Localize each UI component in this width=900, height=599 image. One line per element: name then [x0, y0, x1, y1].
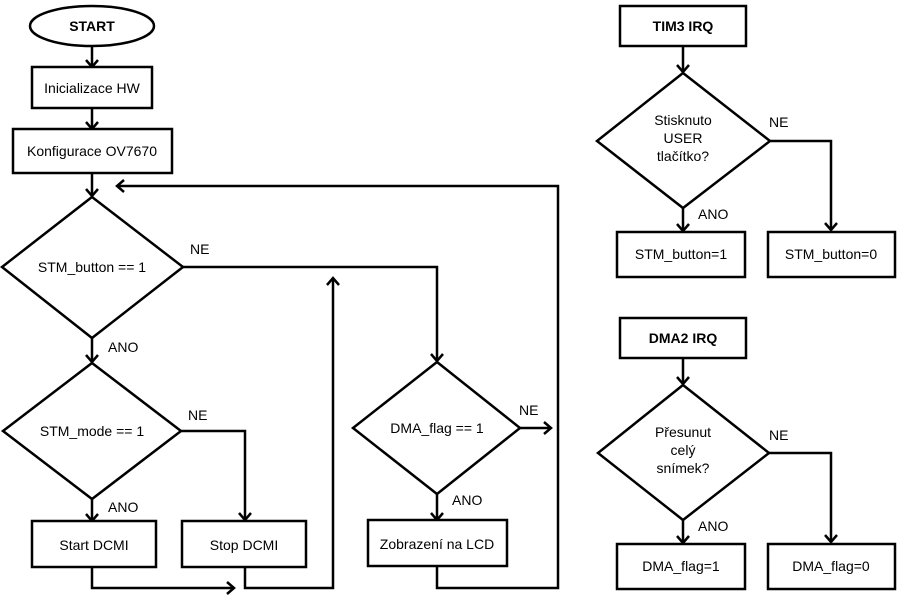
start-label: START: [69, 18, 115, 34]
tim3-title: TIM3 IRQ: [653, 18, 714, 34]
dma2-edge-no: [769, 451, 833, 541]
config-label: Konfigurace OV7670: [27, 143, 157, 159]
lcd-box: [366, 518, 509, 568]
edge-mode-no: [181, 429, 247, 519]
tim3-arrowhead-no: [824, 222, 838, 232]
start-dcmi-box: [30, 519, 158, 569]
button-no-label: NE: [190, 241, 209, 257]
mode-yes-label: ANO: [108, 499, 138, 515]
mode-decision-label: STM_mode == 1: [40, 423, 144, 439]
tim3-question-2: USER: [664, 130, 703, 146]
edge-start-dcmi-merge: [90, 567, 233, 590]
lcd-label: Zobrazení na LCD: [380, 536, 494, 552]
dma2-arrowhead-no: [824, 534, 838, 544]
dma2-question-2: celý: [671, 442, 696, 458]
tim3-yes-box: [615, 230, 747, 279]
dma-yes-label: ANO: [452, 492, 482, 508]
arrowhead-dma-no: [543, 421, 553, 435]
edge-loop-back: [117, 184, 560, 590]
init-hw-label: Inicializace HW: [44, 80, 140, 96]
edge-stop-dcmi-up: [243, 279, 335, 590]
mode-no-label: NE: [188, 407, 207, 423]
dma2-yes-action: DMA_flag=1: [642, 558, 720, 574]
tim3-question-3: tlačítko?: [657, 148, 709, 164]
dma2-yes-label: ANO: [698, 518, 728, 534]
arrowhead-up: [326, 276, 340, 286]
edge-button-no: [183, 265, 439, 360]
dma2-question-3: snímek?: [657, 460, 710, 476]
dma2-no-box: [766, 542, 897, 591]
tim3-title-box: [618, 4, 748, 48]
button-decision-label: STM_button == 1: [38, 259, 146, 275]
tim3-no-action: STM_button=0: [785, 246, 877, 262]
dma2-no-label: NE: [769, 427, 788, 443]
tim3-question-1: Stisknuto: [654, 112, 712, 128]
dma2-no-action: DMA_flag=0: [792, 558, 870, 574]
dma2-yes-box: [615, 542, 747, 591]
tim3-yes-label: ANO: [698, 206, 728, 222]
button-yes-label: ANO: [108, 339, 138, 355]
tim3-edge-no: [770, 139, 833, 229]
tim3-yes-action: STM_button=1: [635, 246, 727, 262]
dma2-title-box: [618, 316, 748, 360]
stop-dcmi-label: Stop DCMI: [210, 537, 278, 553]
dma-decision-label: DMA_flag == 1: [390, 420, 484, 436]
dma2-question-1: Přesunut: [655, 424, 711, 440]
start-dcmi-label: Start DCMI: [59, 537, 128, 553]
dma2-title: DMA2 IRQ: [649, 330, 718, 346]
arrowhead-loop-back: [115, 179, 125, 193]
init-hw-box: [30, 65, 154, 110]
tim3-no-label: NE: [769, 114, 788, 130]
arrowhead-merge: [226, 581, 236, 595]
config-box: [11, 127, 174, 175]
tim3-no-box: [766, 230, 897, 279]
dma-no-label: NE: [519, 402, 538, 418]
